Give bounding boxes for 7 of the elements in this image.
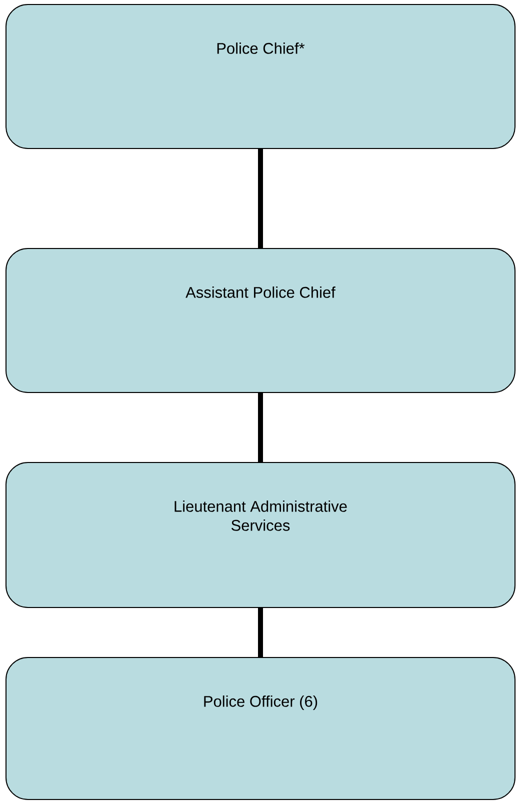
org-box: Police Chief* bbox=[6, 4, 516, 149]
org-box: Assistant Police Chief bbox=[6, 248, 516, 393]
connector-line bbox=[258, 608, 263, 657]
org-box: Police Officer (6) bbox=[6, 657, 516, 800]
org-box: Lieutenant Administrative Services bbox=[6, 462, 516, 608]
connector-line bbox=[258, 149, 263, 248]
connector-line bbox=[258, 393, 263, 462]
